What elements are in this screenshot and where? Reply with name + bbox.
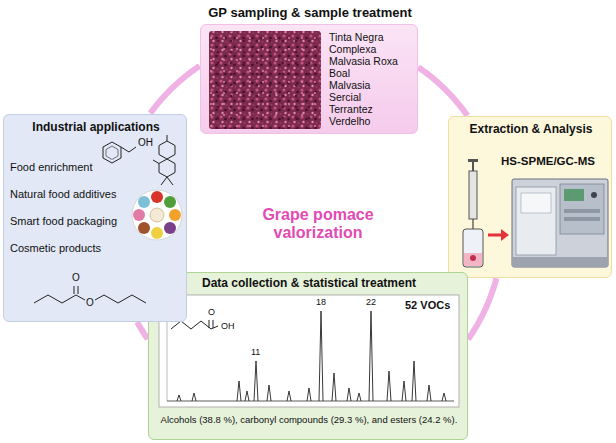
panel-heading: Industrial applications bbox=[4, 121, 188, 135]
atom-label: OH bbox=[138, 137, 153, 149]
peak-number: 18 bbox=[315, 297, 327, 307]
atom-label: OH bbox=[220, 321, 236, 331]
ring-arc bbox=[137, 322, 148, 339]
application-item: Food enrichment bbox=[10, 161, 93, 174]
variety-name: Verdelho bbox=[329, 115, 370, 127]
variety-name: Terrantez bbox=[329, 103, 373, 115]
peak-number: 22 bbox=[365, 297, 377, 307]
analysis-panel: Extraction & AnalysisHS-SPME/GC-MS bbox=[448, 116, 612, 278]
variety-name: Malvasia Roxa bbox=[329, 55, 398, 67]
application-item: Cosmetic products bbox=[10, 242, 101, 255]
atom-label: O bbox=[72, 272, 80, 284]
sampling-panel: GP sampling & sample treatmentTinta Negr… bbox=[200, 24, 418, 134]
count-label: 52 VOCs bbox=[405, 299, 450, 312]
variety-name: Sercial bbox=[329, 91, 361, 103]
variety-name: Tinta Negra bbox=[329, 31, 383, 43]
panel-heading: Extraction & Analysis bbox=[449, 123, 613, 137]
ring-arc bbox=[468, 278, 496, 339]
panel-heading: Data collection & statistical treatment bbox=[149, 277, 469, 291]
ring-arc bbox=[150, 66, 199, 113]
variety-name: Complexa bbox=[329, 43, 376, 55]
panel-heading: GP sampling & sample treatment bbox=[161, 6, 459, 21]
center-title: Grape pomace valorization bbox=[252, 206, 384, 243]
variety-name: Malvasia bbox=[329, 79, 370, 91]
atom-label: O bbox=[86, 297, 94, 309]
peak-number: 11 bbox=[250, 347, 261, 357]
atom-label: O bbox=[207, 307, 216, 317]
variety-name: Boal bbox=[329, 67, 350, 79]
application-item: Smart food packaging bbox=[10, 215, 117, 228]
result-summary: Alcohols (38.8 %), carbonyl compounds (2… bbox=[149, 415, 469, 426]
method-label: HS-SPME/GC-MS bbox=[501, 155, 595, 168]
ring-arc bbox=[418, 67, 467, 116]
application-item: Natural food additives bbox=[10, 188, 116, 201]
data-panel: Data collection & statistical treatment 5… bbox=[148, 272, 468, 440]
pomace-photo bbox=[201, 25, 419, 135]
gcms-illustration bbox=[449, 117, 613, 279]
applications-panel: Industrial applicationsFood enrichmentNa… bbox=[3, 114, 187, 322]
